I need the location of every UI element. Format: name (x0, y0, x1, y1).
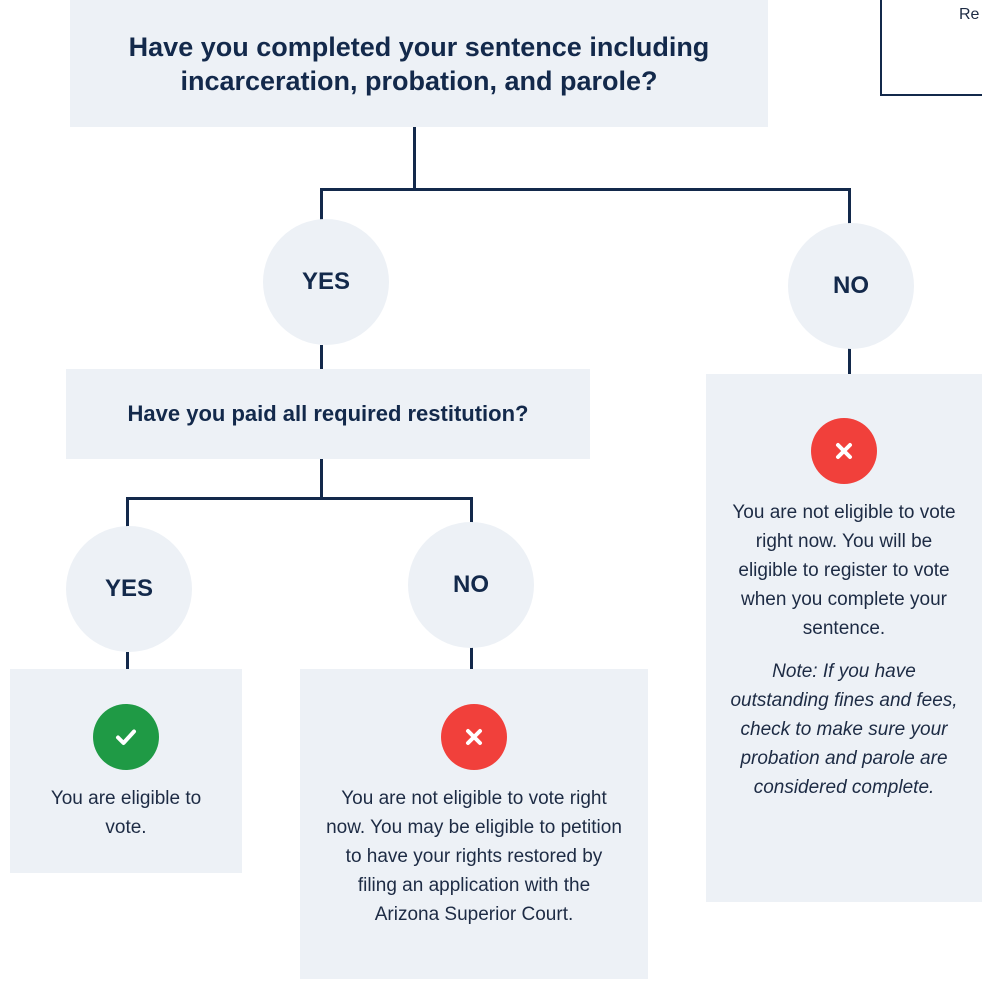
connector-main-horizontal (320, 188, 851, 191)
connector-no1-to-outcome (848, 348, 851, 374)
outcome-sentence-incomplete-text: You are not eligible to vote right now. … (732, 502, 956, 639)
check-icon (93, 704, 159, 770)
question-restitution-text: Have you paid all required restitution? (127, 401, 529, 426)
question-sentence-text: Have you completed your sentence includi… (128, 31, 710, 96)
connector-to-no-2 (470, 497, 473, 527)
branch-restitution-no-label: NO (453, 571, 489, 598)
branch-sentence-no: NO (788, 223, 914, 349)
question-restitution-paid: Have you paid all required restitution? (66, 369, 590, 459)
connector-to-yes-2 (126, 497, 129, 527)
x-icon (441, 704, 507, 770)
outcome-eligible: You are eligible to vote. (10, 669, 242, 873)
connector-restitution-horizontal (126, 497, 473, 500)
branch-sentence-no-label: NO (833, 272, 869, 299)
connector-main-down (413, 127, 416, 190)
branch-restitution-yes: YES (66, 526, 192, 652)
outcome-sentence-incomplete-note: Note: If you have outstanding fines and … (730, 661, 958, 798)
connector-yes2-to-outcome (126, 652, 129, 669)
corner-panel-fragment: Re (880, 0, 982, 96)
branch-sentence-yes-label: YES (301, 268, 351, 295)
outcome-restitution-unpaid-text: You are not eligible to vote right now. … (326, 788, 622, 925)
branch-restitution-no: NO (408, 522, 534, 648)
outcome-eligible-text: You are eligible to vote. (50, 788, 202, 838)
question-sentence-completed: Have you completed your sentence includi… (70, 0, 768, 127)
branch-sentence-yes: YES (263, 219, 389, 345)
outcome-restitution-unpaid: You are not eligible to vote right now. … (300, 669, 648, 979)
connector-no2-to-outcome (470, 647, 473, 669)
connector-restitution-down (320, 459, 323, 499)
corner-panel-text: Re (959, 6, 980, 23)
connector-to-no-1 (848, 188, 851, 224)
connector-to-yes-1 (320, 188, 323, 220)
connector-yes1-to-restitution (320, 345, 323, 369)
branch-restitution-yes-label: YES (104, 575, 154, 602)
x-icon (811, 418, 877, 484)
outcome-sentence-incomplete: You are not eligible to vote right now. … (706, 374, 982, 902)
